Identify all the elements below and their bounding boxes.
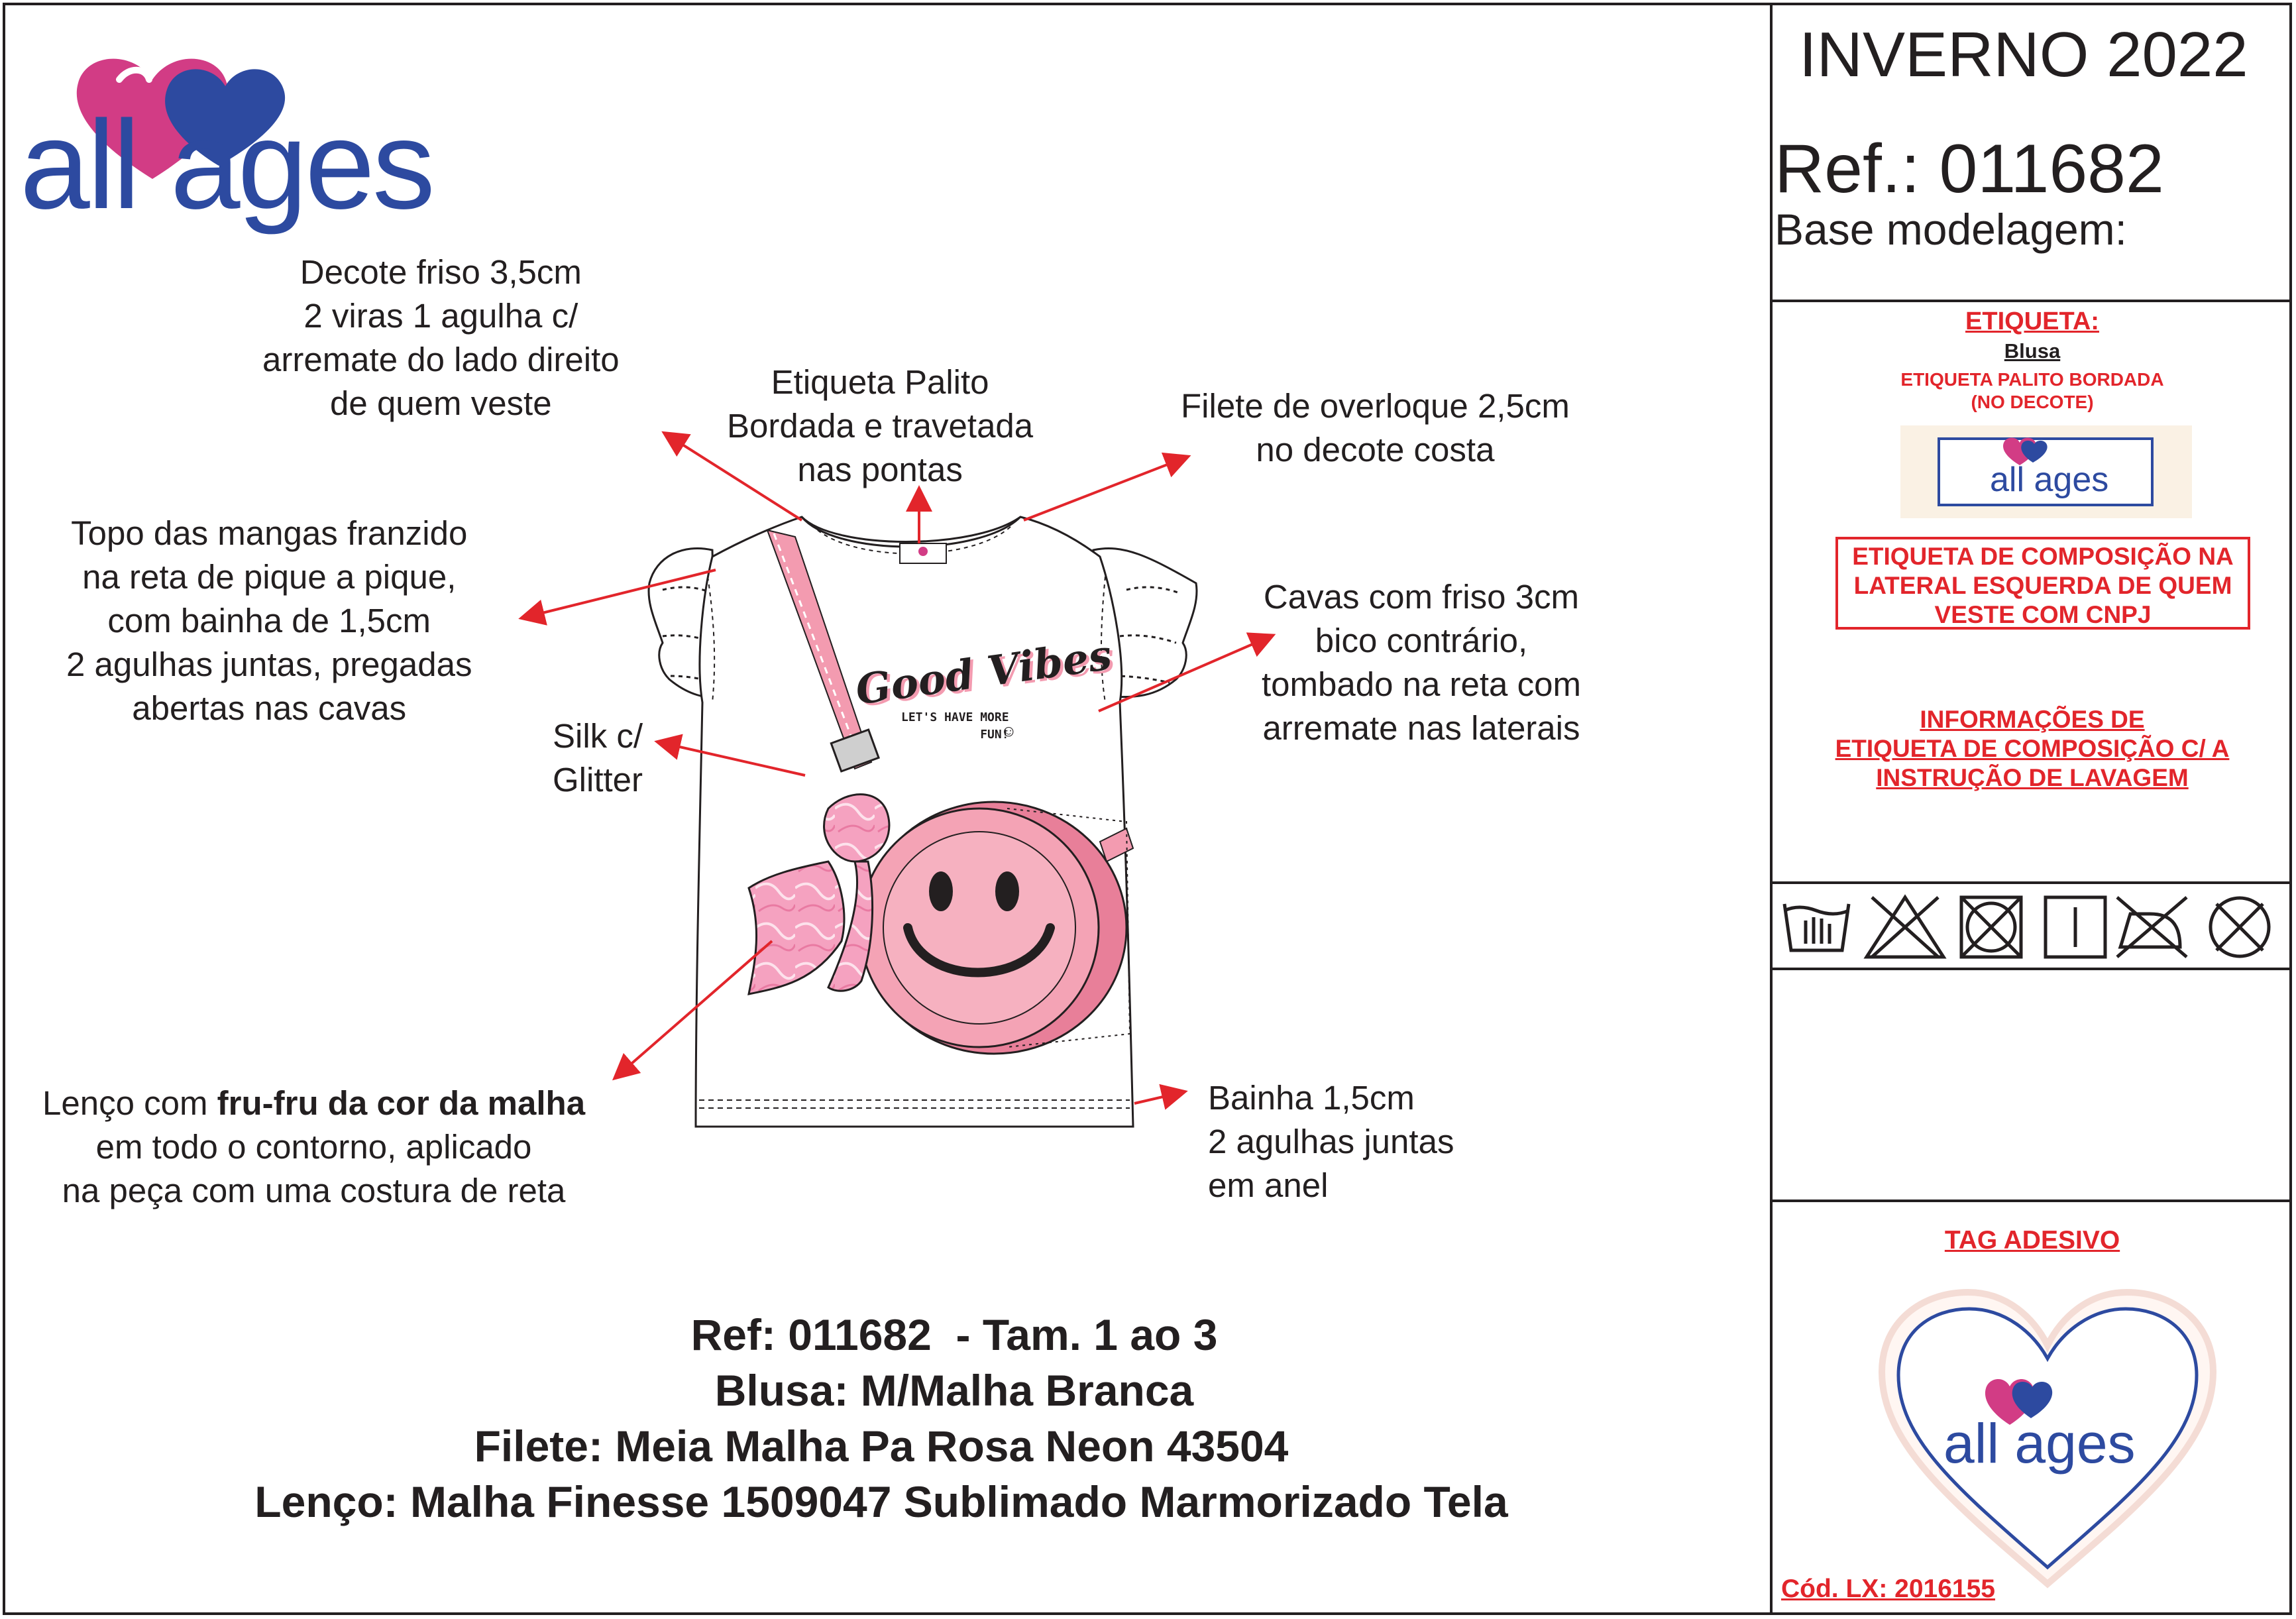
- no-bleach-icon: [1863, 894, 1947, 959]
- composicao-box: [1835, 537, 2250, 630]
- annotation-filete: Filete de overloque 2,5cm no decote cost…: [1181, 387, 1570, 469]
- annotation-silk: Silk c/ Glitter: [553, 717, 643, 799]
- spec-line-4: Lenço: Malha Finesse 1509047 Sublimado M…: [254, 1477, 1508, 1526]
- line-dry-icon: [2044, 895, 2107, 959]
- etiqueta-desc: ETIQUETA PALITO BORDADA (NO DECOTE): [1900, 369, 2164, 412]
- label-wordmark: all ages: [1990, 461, 2109, 499]
- logo-hearts-icon: [76, 58, 286, 179]
- composicao-text: ETIQUETA DE COMPOSIÇÃO NA LATERAL ESQUER…: [1852, 543, 2234, 628]
- sidebar-rule-1: [1770, 300, 2292, 302]
- no-tumble-dry-icon: [1959, 895, 2023, 959]
- sidebar-divider: [1770, 3, 1773, 1615]
- cod-lx: Cód. LX: 2016155: [1781, 1575, 1995, 1603]
- season-title: INVERNO 2022: [1799, 19, 2248, 90]
- info-lavagem: INFORMAÇÕES DE ETIQUETA DE COMPOSIÇÃO C/…: [1835, 706, 2230, 791]
- bag-strap: [766, 529, 873, 770]
- smiley-bag: [859, 801, 1131, 1055]
- annotation-lenco-a: Lenço com: [42, 1084, 217, 1122]
- annotation-etiqueta-palito: Etiqueta Palito Bordada e travetada nas …: [727, 363, 1034, 488]
- reference-number: Ref.: 011682: [1775, 131, 2164, 207]
- scarf: [747, 793, 891, 995]
- callout-arrows: [518, 431, 1276, 1110]
- base-modelagem: Base modelagem:: [1775, 205, 2127, 254]
- annotation-decote: Decote friso 3,5cm 2 viras 1 agulha c/ a…: [262, 253, 620, 422]
- annotation-lenco-b: fru-fru da cor da malha: [217, 1084, 586, 1122]
- annotation-bainha: Bainha 1,5cm 2 agulhas juntas em anel: [1208, 1079, 1454, 1204]
- tshirt-body: [694, 516, 1134, 1128]
- spec-line-3: Filete: Meia Malha Pa Rosa Neon 43504: [474, 1422, 1289, 1471]
- logo-wordmark: all ages: [20, 95, 435, 235]
- hand-wash-icon: [1782, 903, 1851, 952]
- no-iron-icon: [2116, 896, 2188, 958]
- etiqueta-title: ETIQUETA:: [1965, 307, 2099, 335]
- print-subline: LET'S HAVE MORE FUN!: [901, 710, 1009, 742]
- label-hearts-icon: [2003, 437, 2048, 465]
- annotation-mangas: Topo das mangas franzido na reta de piqu…: [66, 514, 472, 727]
- no-dry-clean-icon: [2209, 896, 2271, 958]
- annotation-lenco-c: em todo o contorno, aplicado na peça com…: [62, 1128, 566, 1209]
- brand-logo: all ages: [20, 13, 435, 235]
- woven-label-preview: all ages: [1900, 425, 2192, 518]
- annotation-cavas: Cavas com friso 3cm bico contrário, tomb…: [1262, 578, 1581, 747]
- annotation-lenco: Lenço com fru-fru da cor da malha em tod…: [42, 1082, 585, 1213]
- spec-line-1: Ref: 011682 - Tam. 1 ao 3: [690, 1310, 1218, 1359]
- sidebar-rule-2: [1770, 1200, 2292, 1202]
- print-smiley-icon: ☺: [1001, 722, 1017, 740]
- tag-wordmark: all ages: [1943, 1412, 2136, 1475]
- care-symbols-strip: [1773, 881, 2289, 970]
- spec-line-2: Blusa: M/Malha Branca: [714, 1366, 1194, 1415]
- page-frame: [3, 3, 2292, 1615]
- etiqueta-item: Blusa: [2004, 339, 2061, 363]
- tag-sticker: all ages: [1869, 1286, 2226, 1597]
- tag-title: TAG ADESIVO: [1944, 1226, 2120, 1255]
